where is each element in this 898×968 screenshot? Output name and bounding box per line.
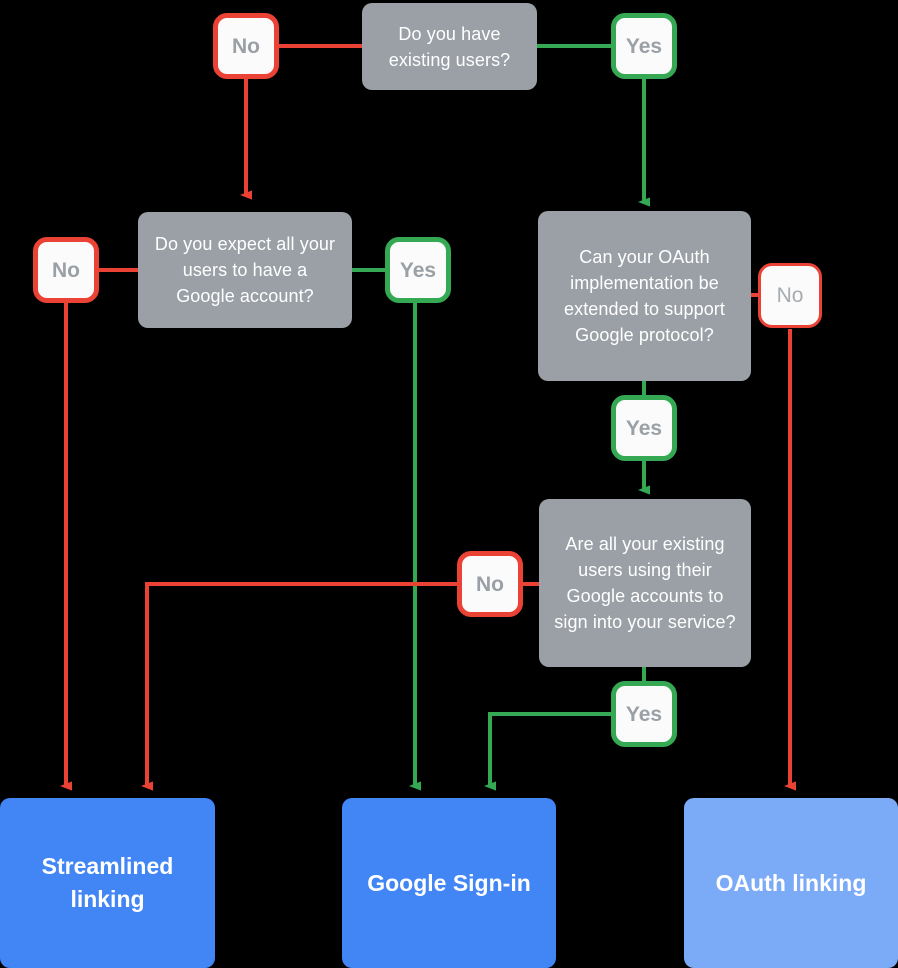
edge-yes-to-googlesignin-2 <box>484 712 611 791</box>
badge-no-q3[interactable]: No <box>758 263 822 328</box>
question-node-oauth-extendable[interactable]: Can your OAuth implementation be extende… <box>538 211 751 381</box>
badge-no-q2[interactable]: No <box>33 237 99 303</box>
badge-yes-q4[interactable]: Yes <box>611 681 677 747</box>
edge-no-to-streamlined-2 <box>141 582 457 791</box>
outcome-node-oauth-linking[interactable]: OAuth linking <box>684 798 898 968</box>
badge-yes-q3[interactable]: Yes <box>611 395 677 461</box>
outcome-node-streamlined-linking[interactable]: Streamlined linking <box>0 798 215 968</box>
badge-no-q1[interactable]: No <box>213 13 279 79</box>
badge-yes-q2[interactable]: Yes <box>385 237 451 303</box>
question-node-google-account[interactable]: Do you expect all your users to have a G… <box>138 212 352 328</box>
badge-no-q4[interactable]: No <box>457 551 523 617</box>
question-node-existing-google-accounts[interactable]: Are all your existing users using their … <box>539 499 751 667</box>
question-node-existing-users[interactable]: Do you have existing users? <box>362 3 537 90</box>
badge-yes-q1[interactable]: Yes <box>611 13 677 79</box>
outcome-node-google-sign-in[interactable]: Google Sign-in <box>342 798 556 968</box>
